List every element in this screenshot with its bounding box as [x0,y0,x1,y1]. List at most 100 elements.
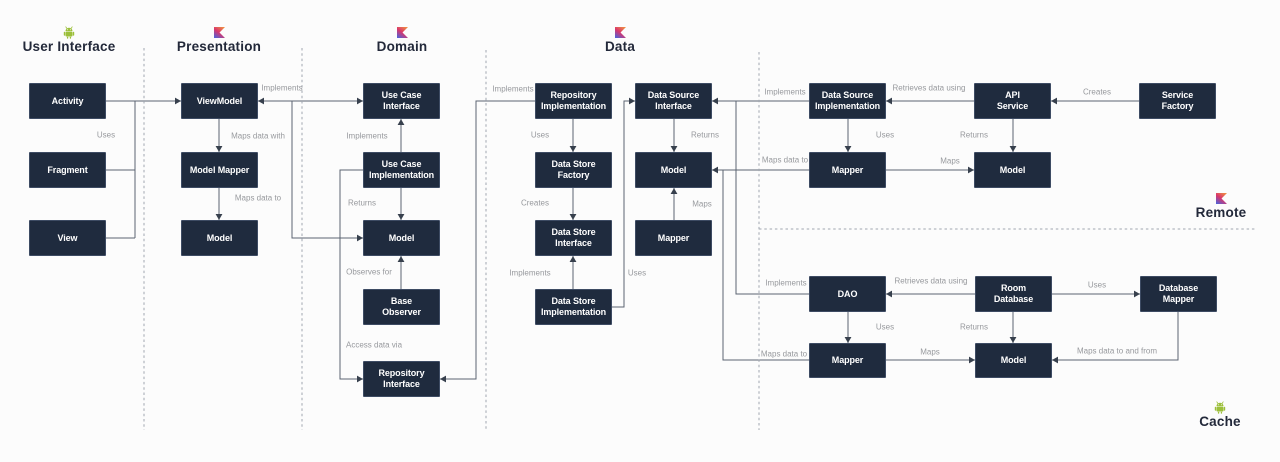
arrowhead-into-dao-right [886,290,892,298]
arrowhead-into-domain-model-top [397,214,405,220]
arrowhead-into-presentation-model-top [215,214,223,220]
edge-label-maps-data-to-and-from: Maps data to and from [1076,346,1158,356]
arrowhead-into-datasource-interface-right [712,97,718,105]
kotlin-icon [614,26,626,39]
android-icon [1214,401,1226,414]
arrowhead-into-database-mapper-left [1134,290,1140,298]
edge-label-implements-dao: Implements [765,278,807,288]
arrowhead-into-data-model-bottom [670,188,678,194]
edge-label-uses-data: Uses [530,130,550,140]
node-remote-model: Model [974,152,1051,188]
arrowhead-into-usecase-interface-left [357,97,363,105]
arrowhead-into-viewmodel-right [258,97,264,105]
node-dao: DAO [809,276,886,312]
node-activity: Activity [29,83,106,119]
layer-title-data: Data [604,39,636,54]
edge-label-maps-data-with: Maps data with [231,131,285,141]
node-repository-implementation: Repository Implementation [535,83,612,119]
arrowhead-into-cache-model-right [1052,356,1058,364]
node-cache-mapper: Mapper [809,343,886,378]
node-data-source-implementation: Data Source Implementation [809,83,886,119]
node-use-case-implementation: Use Case Implementation [363,152,440,188]
edge-label-uses-database-mapper: Uses [1087,280,1107,290]
edge-label-implements-viewmodel: Implements [261,83,303,93]
edge-label-returns-domain: Returns [347,198,377,208]
edge-label-observes-for: Observes for [346,267,392,277]
arrowhead-into-datasource-interface-left [629,97,635,105]
node-service-factory: Service Factory [1139,83,1216,119]
node-cache-model: Model [975,343,1052,378]
edge-label-retrieves-cache: Retrieves data using [894,276,968,286]
edge-label-implements-datasource: Implements [764,87,806,97]
arrowhead-into-data-model-top [670,146,678,152]
edge-repository-impl-repository-interface [440,100,535,380]
node-api-service: API Service [974,83,1051,119]
edge-label-implements-datastore: Implements [509,268,551,278]
edge-label-maps-remote: Maps [940,156,960,166]
node-data-mapper: Mapper [635,220,712,256]
node-view: View [29,220,106,256]
edge-label-retrieves-remote: Retrieves data using [892,83,966,93]
node-data-source-interface: Data Source Interface [635,83,712,119]
edge-label-uses-cache: Uses [875,322,895,332]
node-base-observer: Base Observer [363,289,440,325]
arrowhead-into-cache-model-top [1009,337,1017,343]
kotlin-icon [396,26,408,39]
edge-label-implements-repository: Implements [492,84,534,94]
edge-label-maps-data-to-cache: Maps data to [760,349,808,359]
android-icon [63,26,75,39]
kotlin-icon [1215,192,1227,205]
edge-label-returns-data: Returns [690,130,720,140]
arrowhead-into-domain-model-left [357,234,363,242]
arrowhead-into-datasource-impl-right [886,97,892,105]
node-data-store-implementation: Data Store Implementation [535,289,612,325]
arrowhead-into-repository-interface-right [440,375,446,383]
edge-label-access-data-via: Access data via [345,340,403,350]
arrowhead-into-model-mapper-top [215,146,223,152]
edge-database-mapper-cache-model [1052,312,1179,361]
edge-label-maps-data-to-remote: Maps data to [761,155,809,165]
node-fragment: Fragment [29,152,106,188]
node-room-database: Room Database [975,276,1052,312]
edge-label-uses-datasource: Uses [627,268,647,278]
edge-cache-mapper-data-model [722,170,809,361]
edge-label-returns-remote: Returns [959,130,989,140]
arrowhead-into-remote-model-left [968,166,974,174]
layer-title-remote: Remote [1195,205,1247,220]
node-database-mapper: Database Mapper [1140,276,1217,312]
edge-label-maps-data-to-pres: Maps data to [234,193,282,203]
arrowhead-into-remote-mapper-top [844,146,852,152]
node-data-store-interface: Data Store Interface [535,220,612,256]
arrowhead-into-viewmodel-left [175,97,181,105]
arrowhead-into-api-service-right [1051,97,1057,105]
edge-label-uses-remote: Uses [875,130,895,140]
node-remote-mapper: Mapper [809,152,886,188]
layer-title-user-interface: User Interface [22,39,116,54]
edge-dao-datasource-interface [735,101,809,295]
edge-label-returns-cache: Returns [959,322,989,332]
edge-domain-model-viewmodel [291,101,363,239]
arrowhead-into-datastore-interface-top [569,214,577,220]
arrowhead-into-domain-model-bottom [397,256,405,262]
kotlin-icon [213,26,225,39]
arrowhead-into-data-model-right [712,166,718,174]
arrowhead-into-datastore-factory-top [569,146,577,152]
node-model-mapper: Model Mapper [181,152,258,188]
node-domain-model: Model [363,220,440,256]
node-viewmodel: ViewModel [181,83,258,119]
arrowhead-into-datastore-interface-bottom [569,256,577,262]
edge-usecase-impl-repository-interface [339,169,363,380]
arrowhead-into-repository-interface-left [357,375,363,383]
edge-label-maps-data-col: Maps [692,199,712,209]
arrowhead-into-remote-model-top [1009,146,1017,152]
layer-title-presentation: Presentation [176,39,262,54]
layer-title-cache: Cache [1199,414,1241,429]
node-repository-interface: Repository Interface [363,361,440,397]
arrowhead-into-usecase-interface-bottom [397,119,405,125]
node-data-store-factory: Data Store Factory [535,152,612,188]
edge-label-creates-remote: Creates [1082,87,1112,97]
edge-label-implements-domain: Implements [346,131,388,141]
edge-label-uses-ui: Uses [96,130,116,140]
